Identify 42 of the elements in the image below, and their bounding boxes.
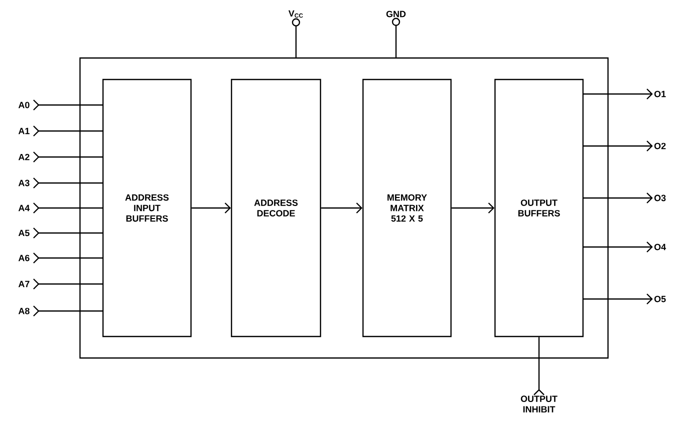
pin-label: O2: [654, 142, 666, 150]
function-block: MEMORY MATRIX 512 X 5: [362, 78, 452, 338]
supply-pin-label: GND: [386, 10, 406, 18]
pin-line: [33, 100, 103, 110]
pin-line: [33, 228, 103, 238]
arrow: [583, 192, 653, 204]
function-block: ADDRESS INPUT BUFFERS: [102, 78, 192, 338]
pin-label: A8: [18, 308, 30, 314]
pin-line: [292, 18, 300, 58]
pin-line: [33, 152, 103, 162]
pin-label: A4: [18, 204, 30, 212]
pin-label: O1: [654, 90, 666, 98]
arrow: [583, 294, 653, 304]
pin-line: [33, 278, 103, 290]
function-block: ADDRESS DECODE: [230, 78, 322, 338]
pin-label: A5: [18, 230, 30, 236]
pin-label: A0: [18, 102, 30, 108]
function-block: OUTPUT BUFFERS: [494, 78, 584, 338]
control-pin-label: OUTPUT INHIBIT: [520, 396, 558, 412]
chip-outline: [79, 57, 609, 359]
arrow: [583, 242, 653, 252]
pin-line: [392, 18, 400, 58]
arrow: [192, 202, 231, 214]
pin-label: A1: [18, 128, 30, 134]
pin-label: A2: [18, 154, 30, 160]
pin-line: [33, 306, 103, 316]
arrow: [583, 140, 653, 152]
pin-label: A7: [18, 280, 30, 288]
pin-line: [33, 202, 103, 214]
pin-label: A6: [18, 254, 30, 262]
arrow: [583, 88, 653, 100]
supply-pin-label: V$_{CC}$: [288, 10, 303, 18]
pin-label: O5: [654, 296, 666, 302]
arrow: [321, 202, 362, 214]
pin-line: [33, 178, 103, 188]
pin-label: O4: [654, 244, 666, 250]
pin-line: [33, 126, 103, 136]
pin-line: [534, 337, 544, 396]
pin-label: A3: [18, 180, 30, 186]
arrow: [452, 202, 494, 214]
pin-line: [33, 252, 103, 264]
pin-label: O3: [654, 194, 666, 202]
